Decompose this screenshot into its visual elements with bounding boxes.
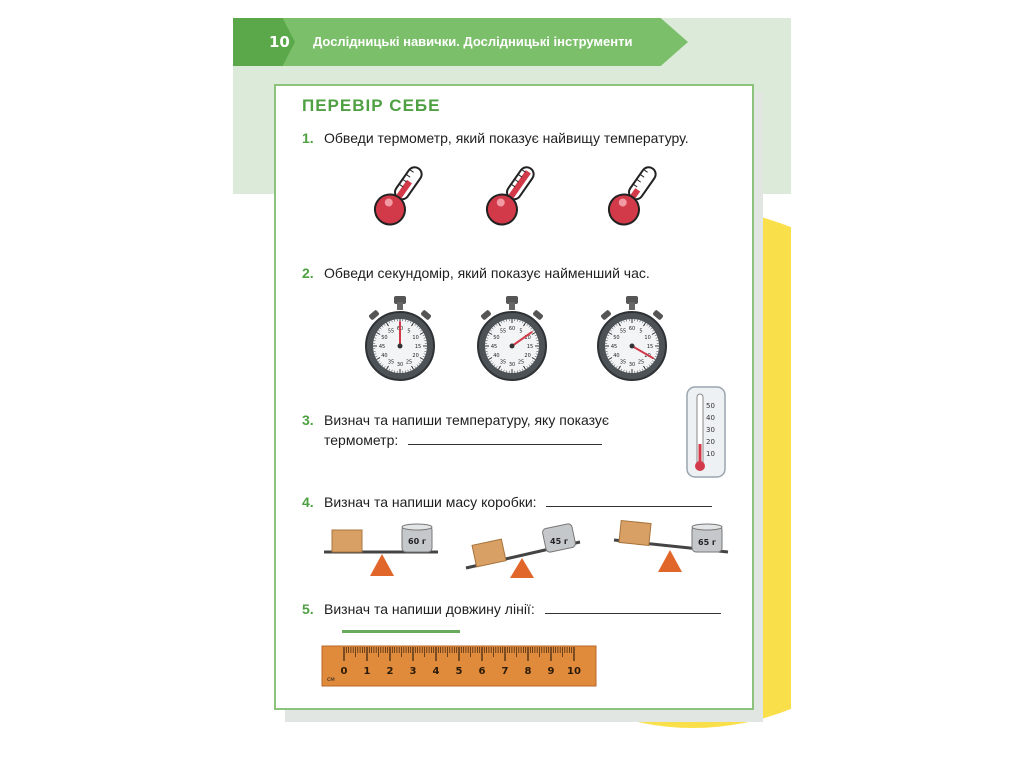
question-2: 2. Обведи секундомір, який показує наймен…	[302, 263, 650, 283]
dial-number: 15	[527, 344, 533, 350]
ruler-number: 2	[387, 666, 394, 677]
balance-2-icon: 45 г	[465, 523, 581, 578]
dial-number: 45	[379, 344, 385, 350]
question-text: Обведи секундомір, який показує найменши…	[324, 265, 650, 281]
dial-number: 30	[629, 362, 635, 368]
dial-number: 35	[388, 360, 394, 366]
header-bar	[233, 18, 688, 66]
dial-number: 10	[644, 335, 650, 341]
weight-label: 45 г	[550, 537, 568, 546]
question-number: 1.	[302, 130, 314, 146]
balance-1-icon: 60 г	[324, 523, 438, 576]
scale-label: 30	[706, 426, 715, 434]
question-5: 5. Визнач та напиши довжину лінії:	[302, 599, 721, 619]
dial-number: 25	[518, 360, 524, 366]
answer-line[interactable]	[544, 601, 721, 614]
page-number: 10	[233, 18, 295, 66]
question-1: 1. Обведи термометр, який показує найвищу…	[302, 128, 689, 148]
scale-label: 10	[706, 450, 715, 458]
question-text-continued: термометр:	[324, 432, 399, 448]
scale-label: 20	[706, 438, 715, 446]
ruler-unit: см	[327, 676, 335, 683]
section-title: ПЕРЕВІР СЕБЕ	[302, 96, 441, 115]
question-3: 3. Визнач та напиши температуру, яку пока…	[302, 410, 609, 450]
dial-number: 55	[388, 328, 394, 334]
ruler-number: 0	[341, 666, 348, 677]
question-text: Визнач та напиши температуру, яку показу…	[324, 412, 610, 428]
dial-number: 40	[613, 353, 619, 359]
dial-number: 60	[509, 326, 515, 332]
dial-number: 35	[500, 360, 506, 366]
dial-number: 60	[629, 326, 635, 332]
exercise-card: ПЕРЕВІР СЕБЕ 1. Обведи термометр, який по…	[274, 84, 754, 710]
dial-number: 45	[611, 344, 617, 350]
dial-number: 50	[493, 335, 499, 341]
ruler-number: 4	[433, 666, 440, 677]
ruler-number: 10	[567, 666, 581, 677]
question-text: Визнач та напиши довжину лінії:	[324, 601, 535, 617]
balance-3-icon: 65 г	[613, 519, 729, 572]
dial-number: 20	[412, 353, 418, 359]
ruler-number: 1	[364, 666, 371, 677]
dial-number: 40	[493, 353, 499, 359]
weight-label: 60 г	[408, 537, 426, 546]
dial-number: 10	[524, 335, 530, 341]
question-number: 2.	[302, 265, 314, 281]
dial-number: 25	[406, 360, 412, 366]
dial-number: 15	[647, 344, 653, 350]
scale-label: 40	[706, 414, 715, 422]
dial-number: 5	[519, 328, 522, 334]
dial-number: 40	[381, 353, 387, 359]
ruler-number: 3	[410, 666, 417, 677]
dial-number: 5	[407, 328, 410, 334]
question-number: 5.	[302, 601, 314, 617]
dial-number: 10	[412, 335, 418, 341]
thermometer-1-icon[interactable]	[360, 160, 440, 240]
ruler-number: 8	[525, 666, 532, 677]
dial-number: 50	[613, 335, 619, 341]
ruler-number: 6	[479, 666, 486, 677]
dial-number: 55	[620, 328, 626, 334]
question-text: Визнач та напиши масу коробки:	[324, 494, 537, 510]
stopwatch-hand	[511, 331, 533, 347]
stopwatch-hand	[631, 345, 654, 359]
dial-number: 20	[524, 353, 530, 359]
dial-number: 15	[415, 344, 421, 350]
scale-label: 50	[706, 402, 715, 410]
question-4: 4. Визнач та напиши масу коробки:	[302, 492, 713, 512]
dial-number: 30	[509, 362, 515, 368]
wall-thermometer-icon: 50 40 30 20 10	[686, 386, 726, 478]
answer-line[interactable]	[408, 432, 603, 445]
dial-number: 5	[639, 328, 642, 334]
dial-number: 25	[638, 360, 644, 366]
ruler-number: 5	[456, 666, 463, 677]
question-number: 3.	[302, 412, 314, 428]
dial-number: 55	[500, 328, 506, 334]
dial-number: 30	[397, 362, 403, 368]
ruler-number: 9	[548, 666, 555, 677]
thermometer-2-icon[interactable]	[472, 160, 552, 240]
question-number: 4.	[302, 494, 314, 510]
thermometer-3-icon[interactable]	[594, 160, 674, 240]
dial-number: 50	[381, 335, 387, 341]
answer-line[interactable]	[546, 494, 713, 507]
dial-number: 35	[620, 360, 626, 366]
ruler-icon: 0 1 2 3 4 5 6 7 8 9 10 см	[321, 645, 597, 687]
dial-number: 45	[491, 344, 497, 350]
ruler-number: 7	[502, 666, 509, 677]
question-text: Обведи термометр, який показує найвищу т…	[324, 130, 689, 146]
measure-line	[342, 630, 460, 633]
weight-label: 65 г	[698, 538, 716, 547]
chapter-title: Дослідницькі навички. Дослідницькі інстр…	[313, 34, 633, 49]
